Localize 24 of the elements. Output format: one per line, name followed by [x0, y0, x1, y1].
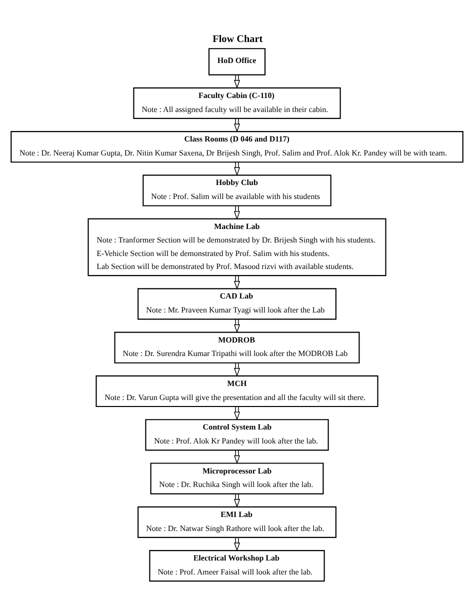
node-box: Electrical Workshop Lab Note : Prof. Ameer Faisal will look after the lab. — [149, 550, 325, 582]
node-box: Hobby Club Note : Prof. Salim will be available with his students — [142, 174, 332, 206]
node-box: Class Rooms (D 046 and D117) Note : Dr. Neeraj Kumar Gupta, Dr. Nitin Kumar Saxena, Dr Brijesh Singh, Prof. Salim and Prof. Alok Kr. Pandey will be with team. — [10, 131, 464, 163]
arrow — [234, 74, 240, 89]
node-box: Faculty Cabin (C-110) Note : All assigned faculty will be available in their cabin. — [133, 87, 341, 120]
node-box: CAD Lab Note : Mr. Praveen Kumar Tyagi will look after the Lab — [138, 288, 336, 320]
arrow — [234, 450, 240, 464]
node-box: HoD Office — [208, 48, 266, 76]
node-box: MCH Note : Dr. Varun Gupta will give the presentation and all the faculty will sit there. — [96, 375, 378, 408]
node-box: EMI Lab Note : Dr. Natwar Singh Rathore will look after the lab. — [138, 506, 336, 538]
arrow — [234, 118, 240, 132]
node-box: Machine Lab Note : Tranformer Section will be demonstrated by Dr. Brijesh Singh with his students. E-Vehicle Section will be demonstrated by Prof. Salim with his students. Lab Section will be demonstrated by Prof. Masood rizvi with available students. — [88, 218, 386, 276]
arrow — [234, 162, 240, 176]
arrow — [234, 406, 240, 420]
arrow — [234, 206, 240, 220]
node-box: MODROB Note : Dr. Surendra Kumar Tripathi will look after the MODROB Lab — [114, 332, 360, 364]
arrow — [234, 319, 240, 334]
arrow — [234, 494, 240, 508]
node-box: Microprocessor Lab Note : Dr. Ruchika Singh will look after the lab. — [150, 462, 324, 494]
arrow — [234, 537, 240, 552]
arrow — [234, 362, 240, 377]
node-box: Control System Lab Note : Prof. Alok Kr Pandey will look after the lab. — [145, 419, 329, 451]
diagram-title: Flow Chart — [212, 34, 263, 46]
arrow — [234, 276, 240, 290]
